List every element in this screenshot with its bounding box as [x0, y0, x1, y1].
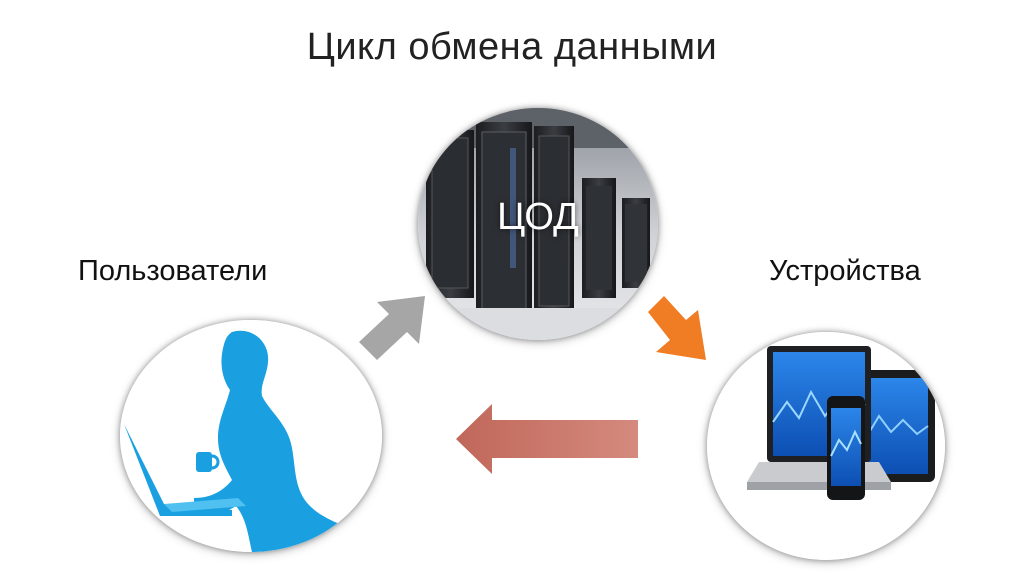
datacenter-label: ЦОД — [497, 196, 579, 238]
devices-image — [707, 332, 945, 560]
server-racks-image — [418, 108, 658, 340]
users-label: Пользователи — [78, 255, 268, 287]
arrow-datacenter-to-devices — [648, 296, 706, 360]
page-title: Цикл обмена данными — [306, 26, 718, 68]
datacenter-node — [418, 108, 658, 340]
arrow-users-to-datacenter — [359, 296, 425, 360]
arrow-devices-to-users — [456, 404, 638, 474]
devices-node — [707, 332, 945, 560]
users-node — [120, 320, 382, 552]
user-silhouette-image — [120, 320, 382, 552]
devices-label: Устройства — [769, 255, 921, 287]
